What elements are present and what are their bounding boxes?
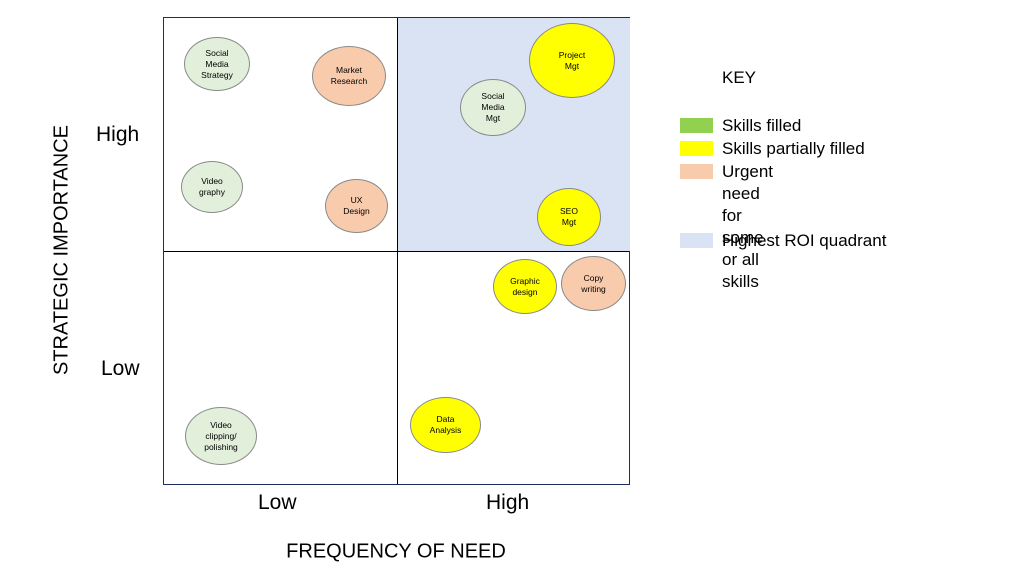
skill-copy-writing: Copy writing	[561, 256, 626, 311]
x-axis-title: FREQUENCY OF NEED	[286, 540, 506, 563]
key-swatch-urgent	[680, 164, 713, 179]
key-label-roi: Highest ROI quadrant	[722, 231, 887, 250]
skill-seo-mgt: SEO Mgt	[537, 188, 601, 246]
y-axis-title: STRATEGIC IMPORTANCE	[50, 124, 73, 376]
skill-market-research: Market Research	[312, 46, 386, 106]
skill-data-analysis: Data Analysis	[410, 397, 481, 453]
key-title: KEY	[722, 68, 757, 87]
key-label-urgent: Urgent need for some or all skills	[722, 162, 774, 291]
x-tick-high: High	[486, 491, 530, 514]
skill-social-media-strategy: Social Media Strategy	[184, 37, 250, 91]
skill-project-mgt: Project Mgt	[529, 23, 615, 98]
y-tick-high: High	[96, 123, 140, 146]
key-swatch-partial	[680, 141, 713, 156]
skill-video-clipping-polishing: Video clipping/ polishing	[185, 407, 257, 465]
y-tick-low: Low	[101, 357, 140, 380]
key-swatch-filled	[680, 118, 713, 133]
skill-social-media-mgt: Social Media Mgt	[460, 79, 526, 136]
key-label-partial: Skills partially filled	[722, 139, 865, 158]
skill-videography: Video graphy	[181, 161, 243, 213]
horizontal-divider	[164, 251, 629, 252]
skill-graphic-design: Graphic design	[493, 259, 557, 314]
key-swatch-roi	[680, 233, 713, 248]
x-tick-low: Low	[258, 491, 297, 514]
skill-ux-design: UX Design	[325, 179, 388, 233]
key-label-filled: Skills filled	[722, 116, 802, 135]
